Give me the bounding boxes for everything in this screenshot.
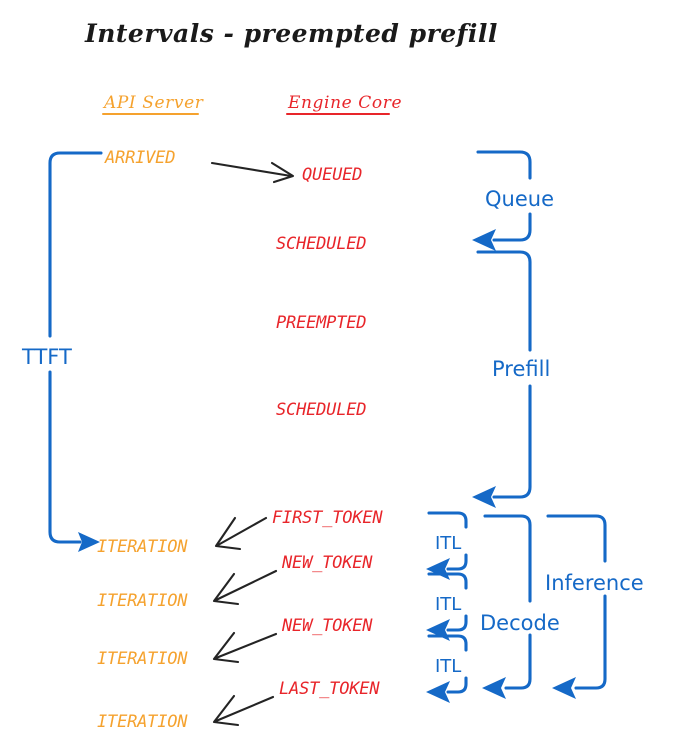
interval-label-itl-1: ITL: [435, 533, 461, 554]
event-iteration-1: ITERATION: [97, 537, 188, 557]
event-preempted: PREEMPTED: [276, 313, 366, 333]
event-new-token-2: NEW_TOKEN: [281, 616, 373, 636]
interval-bracket-ttft: [48, 151, 103, 552]
arrow-new-token-1-to-iteration: [212, 569, 278, 606]
interval-bracket-decode: [482, 514, 532, 699]
event-iteration-3: ITERATION: [97, 649, 188, 669]
event-iteration-4: ITERATION: [97, 712, 188, 732]
interval-label-ttft: TTFT: [21, 345, 72, 369]
arrow-last-token-to-iteration: [212, 694, 275, 727]
interval-label-decode: Decode: [480, 611, 560, 635]
interval-label-inference: Inference: [545, 571, 644, 595]
interval-bracket-itl-3: [426, 634, 468, 703]
column-header-engine-core: Engine Core: [287, 93, 402, 113]
event-scheduled-2: SCHEDULED: [276, 400, 366, 420]
interval-label-itl-3: ITL: [435, 656, 461, 677]
event-iteration-2: ITERATION: [97, 591, 188, 611]
arrow-first-token-to-iteration: [214, 516, 268, 551]
event-queued: QUEUED: [302, 165, 362, 185]
arrow-arrived-to-queued: [210, 161, 295, 184]
event-first-token: FIRST_TOKEN: [272, 508, 383, 528]
event-scheduled-1: SCHEDULED: [276, 234, 366, 254]
interval-label-itl-2: ITL: [435, 594, 461, 615]
event-last-token: LAST_TOKEN: [279, 679, 380, 699]
interval-label-queue: Queue: [485, 187, 554, 211]
interval-bracket-queue: [472, 150, 532, 251]
event-new-token-1: NEW_TOKEN: [281, 553, 373, 573]
arrow-new-token-2-to-iteration: [212, 631, 278, 664]
page-title: Intervals - preempted prefill: [84, 19, 498, 48]
event-arrived: ARRIVED: [104, 148, 175, 168]
interval-bracket-inference: [546, 514, 607, 699]
column-header-api-server: API Server: [102, 93, 204, 113]
interval-label-prefill: Prefill: [492, 357, 550, 381]
interval-bracket-prefill: [472, 250, 532, 508]
